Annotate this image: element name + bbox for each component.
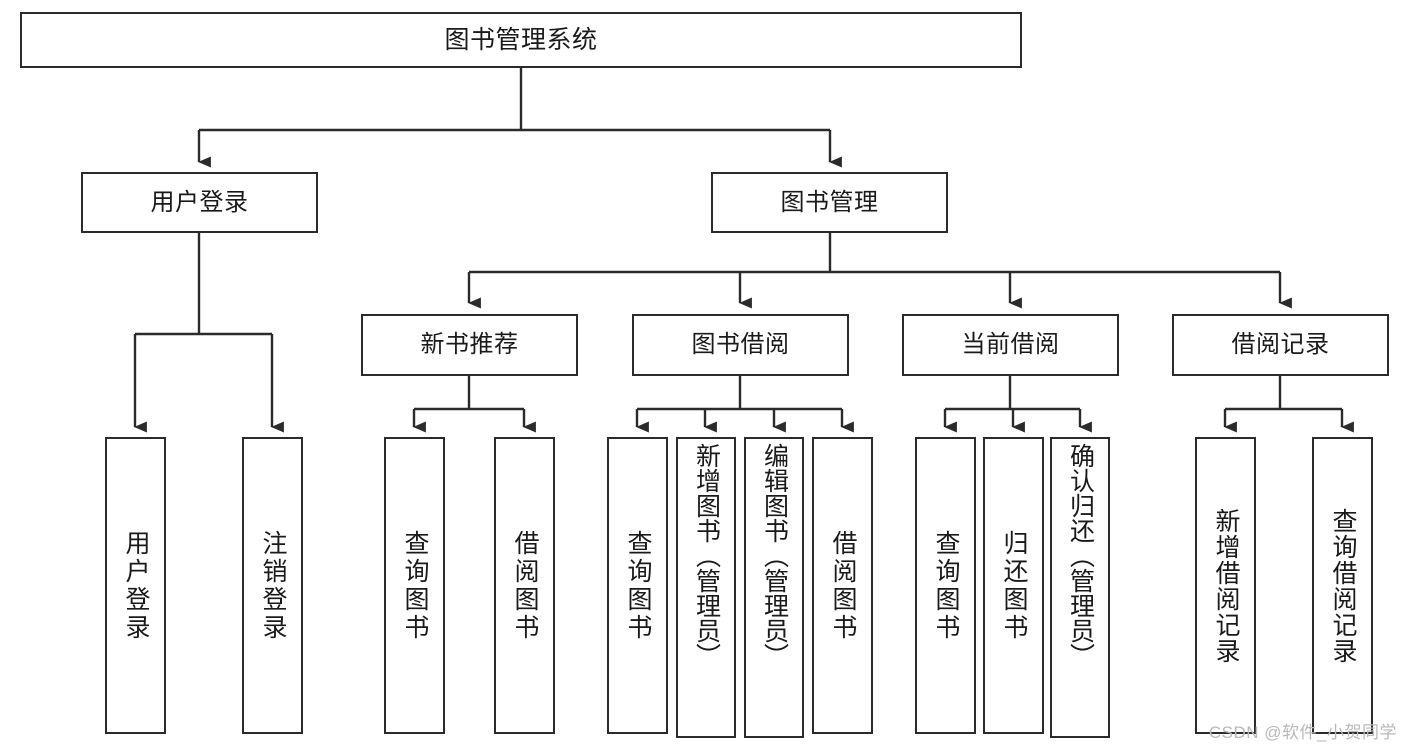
- node-root-label: 图书管理系统: [444, 25, 598, 54]
- node-leaf-borrow-book-1-label: 借阅图书: [511, 529, 539, 642]
- node-leaf-query-record[interactable]: 查询借阅记录: [1312, 437, 1373, 734]
- node-leaf-add-record-label: 新增借阅记录: [1212, 507, 1240, 664]
- node-leaf-confirm-return[interactable]: 确认归还（管理员）: [1050, 437, 1110, 738]
- node-current-borrow-label: 当前借阅: [961, 331, 1060, 359]
- node-book-manage[interactable]: 图书管理: [711, 172, 948, 233]
- node-leaf-query-book-3-label: 查询图书: [932, 529, 960, 642]
- node-leaf-confirm-return-label: 确认归还（管理员）: [1066, 443, 1095, 668]
- node-leaf-add-book-label: 新增图书（管理员）: [692, 443, 721, 668]
- node-leaf-add-book[interactable]: 新增图书（管理员）: [676, 437, 736, 738]
- node-leaf-logout-login-label: 注销登录: [259, 529, 287, 642]
- node-borrow-record-label: 借阅记录: [1231, 331, 1330, 359]
- node-leaf-add-record[interactable]: 新增借阅记录: [1195, 437, 1256, 734]
- watermark-text: CSDN @软件_小贺同学: [1208, 723, 1397, 742]
- node-leaf-borrow-book-2-label: 借阅图书: [829, 529, 857, 642]
- node-leaf-query-book-1[interactable]: 查询图书: [384, 437, 445, 734]
- node-leaf-query-book-1-label: 查询图书: [401, 529, 429, 642]
- node-leaf-edit-book[interactable]: 编辑图书（管理员）: [744, 437, 804, 738]
- node-leaf-user-login[interactable]: 用户登录: [105, 437, 166, 734]
- node-book-borrow[interactable]: 图书借阅: [632, 314, 849, 376]
- node-book-manage-label: 图书管理: [780, 188, 879, 216]
- node-user-login[interactable]: 用户登录: [81, 172, 318, 233]
- node-leaf-query-book-3[interactable]: 查询图书: [915, 437, 976, 734]
- node-leaf-return-book-label: 归还图书: [1000, 529, 1028, 642]
- node-new-book-rec[interactable]: 新书推荐: [361, 314, 578, 376]
- node-current-borrow[interactable]: 当前借阅: [902, 314, 1119, 376]
- node-new-book-rec-label: 新书推荐: [420, 331, 519, 359]
- node-leaf-edit-book-label: 编辑图书（管理员）: [760, 443, 789, 668]
- node-borrow-record[interactable]: 借阅记录: [1172, 314, 1389, 376]
- node-user-login-label: 用户登录: [150, 188, 249, 216]
- node-leaf-query-book-2[interactable]: 查询图书: [607, 437, 668, 734]
- node-leaf-borrow-book-1[interactable]: 借阅图书: [494, 437, 555, 734]
- node-book-borrow-label: 图书借阅: [691, 331, 790, 359]
- node-leaf-return-book[interactable]: 归还图书: [983, 437, 1044, 734]
- node-leaf-user-login-label: 用户登录: [122, 529, 150, 642]
- node-leaf-query-book-2-label: 查询图书: [624, 529, 652, 642]
- node-leaf-query-record-label: 查询借阅记录: [1329, 507, 1357, 664]
- node-root[interactable]: 图书管理系统: [20, 12, 1022, 68]
- node-leaf-logout-login[interactable]: 注销登录: [242, 437, 303, 734]
- node-leaf-borrow-book-2[interactable]: 借阅图书: [812, 437, 873, 734]
